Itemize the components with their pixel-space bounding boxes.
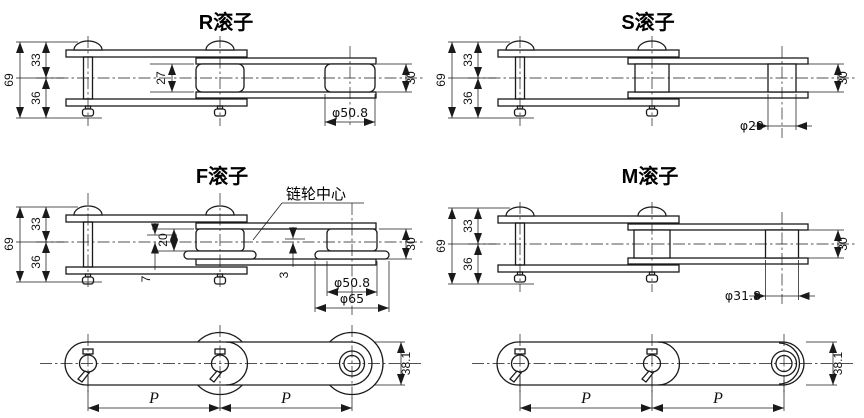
m-roller-side-view: 69 33 36 30 φ31.8 [434,202,856,304]
dim-roller-height: 30 [836,237,850,251]
dim-roller-height: 30 [836,71,850,85]
chain-link-drawing [36,193,424,315]
chain-plan-drawing [40,325,424,402]
dim-pitch-2: P [280,390,291,407]
plan-view-with-rollers: P P 38.1 [40,325,424,412]
dim-total-height: 69 [434,73,448,87]
chain-link-drawing: 69 33 36 30 φ31.8 [434,202,856,304]
dim-roller-diameter: φ29 [740,118,764,133]
dim-total-height: 69 [2,237,16,251]
dim-pitch-2: P [712,390,723,407]
m-roller-title: M滚子 [621,166,679,188]
dim-roller-diameter: φ31.8 [725,288,761,303]
dim-plate-width: 38.1 [831,351,845,375]
dim-offset-left: 7 [139,275,153,282]
dim-roller-diameter: φ50.8 [332,105,368,120]
dim-offset-right: 3 [277,271,291,278]
f-roller-title: F滚子 [195,166,249,188]
dim-plate-width: 38.1 [399,351,413,375]
dim-roller-body-width: 20 [156,233,170,247]
dim-total-height: 69 [2,73,16,87]
plan-view-without-rollers: P P 38.1 [472,334,856,412]
dim-pitch-1: P [148,390,159,407]
plan-dimensions: P P 38.1 [87,341,413,412]
dim-total-height: 69 [434,239,448,253]
plan-dimensions: P P 38.1 [519,341,845,412]
dim-roller-diameter: φ50.8 [334,275,370,290]
s-roller-side-view: 69 33 36 30 φ29 [434,36,856,138]
dim-upper: 33 [29,53,43,67]
chain-link-drawing [36,36,424,126]
dim-upper: 33 [461,53,475,67]
r-roller-title: R滚子 [198,12,254,34]
dim-flange-diameter: φ65 [340,291,364,306]
dim-roller-height: 30 [404,237,418,251]
s-roller-title: S滚子 [621,12,675,34]
r-roller-side-view: 69 33 36 27 30 φ50.8 [2,36,424,126]
dim-upper: 33 [29,217,43,231]
dim-lower: 36 [29,91,43,105]
f-roller-side-view: 链轮中心 69 33 36 20 7 3 [2,186,424,315]
chain-plan-drawing [472,334,856,396]
chain-link-drawing [468,36,856,138]
f-dimensions: 69 33 36 20 7 3 30 φ50.8 φ65 [2,206,418,312]
dim-lower: 36 [461,91,475,105]
dim-roller-height: 30 [404,71,418,85]
dim-upper: 33 [461,219,475,233]
sprocket-center-label: 链轮中心 [286,186,346,203]
m-dimensions: 69 33 36 30 φ31.8 [434,208,850,303]
r-dimensions: 69 33 36 27 30 φ50.8 [2,42,418,126]
s-dimensions: 69 33 36 30 φ29 [434,42,850,133]
dim-lower: 36 [461,257,475,271]
dim-lower: 36 [29,255,43,269]
dim-pitch-1: P [580,390,591,407]
dim-roller-width: 27 [154,71,168,85]
sprocket-center-callout: 链轮中心 [252,186,364,241]
